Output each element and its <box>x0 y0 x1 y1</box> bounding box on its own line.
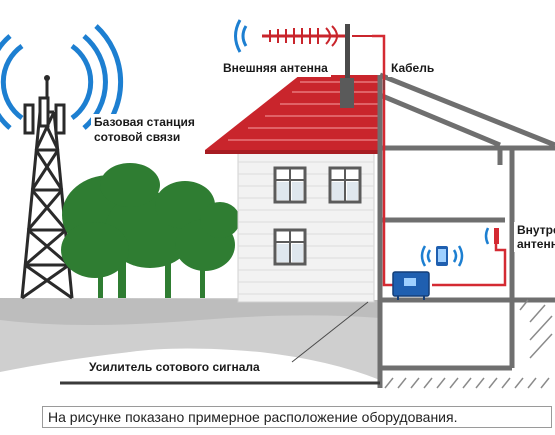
leader-amplifier <box>291 301 369 363</box>
house-section <box>377 72 555 388</box>
cable-line <box>372 34 395 287</box>
brick-house <box>237 149 375 303</box>
amplifier-label-text: Усилитель сотового сигнала <box>89 360 260 374</box>
base-station-label-line1: Базовая станция <box>94 115 195 129</box>
outer-antenna-label-text: Внешняя антенна <box>223 61 328 75</box>
repeater-icon <box>392 271 430 300</box>
roof <box>205 75 380 154</box>
outdoor-antenna-signal-icon <box>234 19 248 53</box>
cable-label: Кабель <box>388 60 438 77</box>
foundation-hatch <box>384 299 553 389</box>
cell-tower-icon <box>20 80 74 300</box>
inner-antenna-label: Внутре антенн <box>514 222 555 252</box>
caption-text: На рисунке показано примерное расположен… <box>48 409 458 425</box>
cable-label-text: Кабель <box>391 61 435 75</box>
inner-antenna-label-line2: антенн <box>517 237 555 251</box>
phone-icon <box>420 245 464 267</box>
chimney <box>340 78 354 108</box>
amplifier-label: Усилитель сотового сигнала <box>86 359 263 376</box>
outer-antenna-label: Внешняя антенна <box>220 60 331 77</box>
inner-antenna-label-line1: Внутре <box>517 223 555 237</box>
outdoor-antenna-icon <box>262 24 372 94</box>
base-station-signal-icon <box>0 24 124 140</box>
trees <box>61 163 240 298</box>
base-station-label: Базовая станция сотовой связи <box>91 114 198 146</box>
ground-shade <box>0 298 380 325</box>
indoor-antenna-icon <box>484 227 499 245</box>
base-station-label-line2: сотовой связи <box>94 130 181 144</box>
caption-box: На рисунке показано примерное расположен… <box>42 406 552 428</box>
